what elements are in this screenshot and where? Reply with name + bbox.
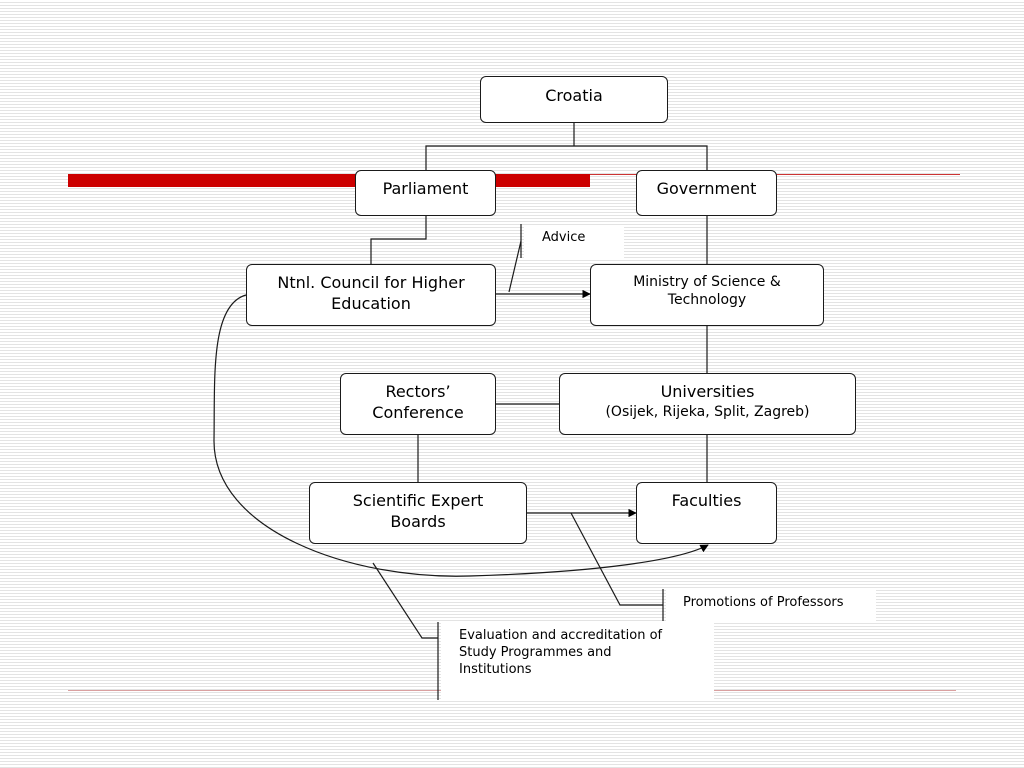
evaluation-text-line2: Study Programmes and <box>459 644 612 660</box>
croatia-label: Croatia <box>545 86 603 105</box>
council-label-line2: Education <box>331 293 411 313</box>
national-council-node[interactable]: Ntnl. Council for Higher Education <box>246 264 496 326</box>
advice-callout: Advice <box>524 226 624 258</box>
scientific-expert-boards-node[interactable]: Scientific Expert Boards <box>309 482 527 544</box>
boards-label-line2: Boards <box>390 511 446 531</box>
evaluation-leader-line <box>372 562 438 639</box>
boards-label-line1: Scientific Expert <box>352 491 484 510</box>
parliament-label: Parliament <box>382 179 469 198</box>
evaluation-text-line3: Institutions <box>459 661 532 677</box>
faculties-node[interactable]: Faculties <box>636 482 777 544</box>
promotions-text: Promotions of Professors <box>683 595 844 610</box>
parliament-to-council-connector <box>370 216 427 264</box>
government-label: Government <box>656 179 757 198</box>
rectors-conference-node[interactable]: Rectors’ Conference <box>340 373 496 435</box>
universities-label: Universities <box>660 382 755 401</box>
universities-sublabel: (Osijek, Rijeka, Split, Zagreb) <box>605 403 810 420</box>
croatia-to-government-connector <box>574 145 708 170</box>
evaluation-callout: Evaluation and accreditation of Study Pr… <box>441 622 714 700</box>
faculties-label: Faculties <box>671 491 742 510</box>
ministry-label-line1: Ministry of Science & <box>633 274 781 290</box>
croatia-to-parliament-connector <box>425 145 574 170</box>
ministry-node[interactable]: Ministry of Science & Technology <box>590 264 824 326</box>
universities-node[interactable]: Universities (Osijek, Rijeka, Split, Zag… <box>559 373 856 435</box>
ministry-label-line2: Technology <box>667 292 747 309</box>
rectors-label-line2: Conference <box>372 402 464 422</box>
advice-leader-line <box>508 240 522 293</box>
council-to-faculties-curved-arrow <box>213 294 709 577</box>
evaluation-text-line1: Evaluation and accreditation of <box>459 628 663 643</box>
council-label-line1: Ntnl. Council for Higher <box>277 273 465 292</box>
promotions-leader-line <box>570 512 663 606</box>
government-node[interactable]: Government <box>636 170 777 216</box>
advice-text: Advice <box>542 230 586 245</box>
croatia-node[interactable]: Croatia <box>480 76 668 123</box>
promotions-callout: Promotions of Professors <box>666 589 876 621</box>
parliament-node[interactable]: Parliament <box>355 170 496 216</box>
rectors-label-line1: Rectors’ <box>385 382 451 401</box>
